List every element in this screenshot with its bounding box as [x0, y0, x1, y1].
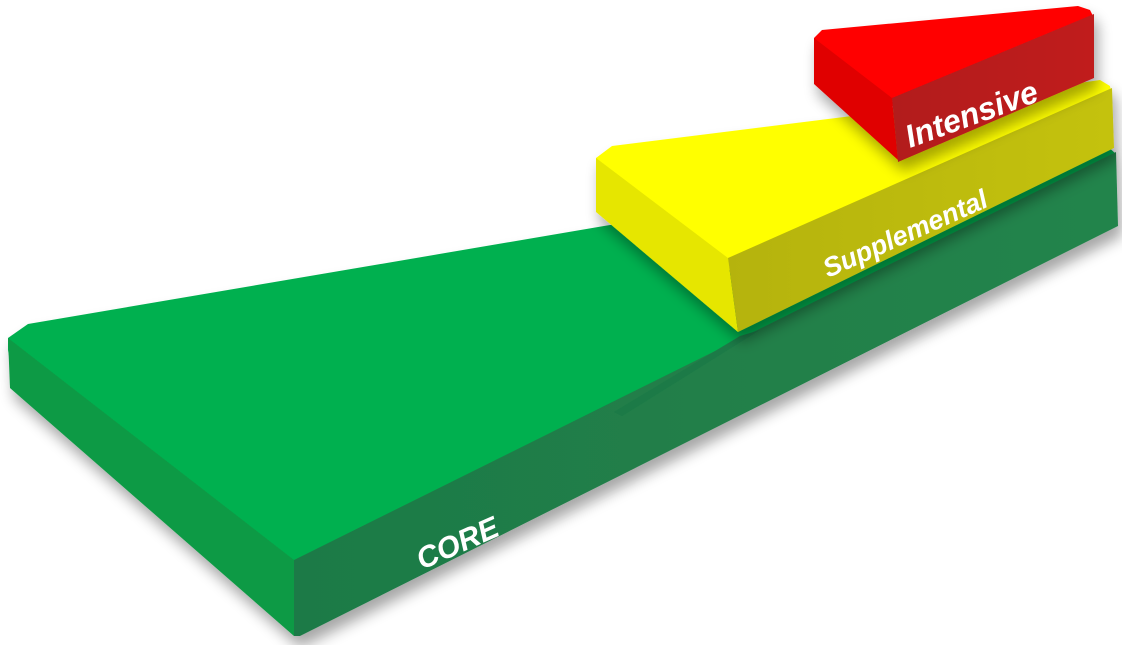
intensive-tier-left-face [814, 38, 898, 160]
core-tier-front-face [294, 152, 1118, 636]
supplemental-tier-left-face [596, 158, 738, 332]
intensive-tier [814, 6, 1094, 162]
core-tier-left-face [8, 338, 294, 636]
core-tier-step-shade [614, 330, 760, 416]
supplemental-tier-front-face [728, 88, 1114, 332]
supplemental-tier-top [596, 80, 1112, 270]
intensive-tier-front-face [892, 14, 1094, 162]
supplemental-tier [596, 80, 1114, 332]
intensive-tier-top [814, 6, 1094, 106]
